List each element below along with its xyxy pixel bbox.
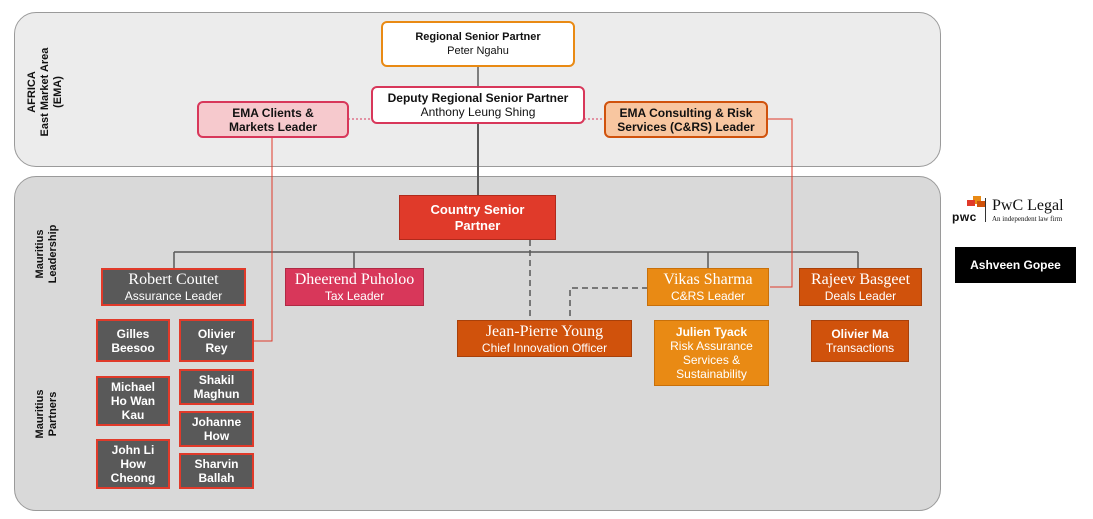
vikas-sharma-box: Vikas Sharma C&RS Leader bbox=[647, 268, 769, 306]
partner-line: Shakil bbox=[198, 373, 235, 387]
partner-olivier-ma: Olivier Ma Transactions bbox=[811, 320, 909, 362]
partner-line: Johanne bbox=[191, 415, 242, 429]
pwc-logo-icon bbox=[967, 196, 985, 207]
vikas-name: Vikas Sharma bbox=[663, 271, 753, 288]
partner-line: How bbox=[120, 457, 146, 471]
rajeev-role: Deals Leader bbox=[824, 289, 897, 303]
vikas-role: C&RS Leader bbox=[670, 289, 746, 303]
julien-line1: Risk Assurance bbox=[670, 339, 753, 353]
rajeev-basgeet-box: Rajeev Basgeet Deals Leader bbox=[799, 268, 922, 306]
partner-line: Gilles bbox=[116, 326, 150, 341]
partner-line: Ballah bbox=[198, 471, 235, 485]
vlabel-line: (EMA) bbox=[52, 76, 64, 108]
regional-senior-partner-title: Regional Senior Partner bbox=[415, 31, 541, 43]
partner-line: Maghun bbox=[193, 387, 240, 401]
deputy-regional-senior-partner-box: Deputy Regional Senior Partner Anthony L… bbox=[371, 86, 585, 124]
partner-line: Ho Wan bbox=[110, 394, 156, 408]
ema-consulting-risk-box: EMA Consulting & Risk Services (C&RS) Le… bbox=[604, 101, 768, 138]
partner-line: Rey bbox=[205, 340, 228, 355]
jean-pierre-name: Jean-Pierre Young bbox=[485, 322, 604, 340]
dheerend-name: Dheerend Puholoo bbox=[294, 271, 415, 288]
partner-line: Michael bbox=[110, 380, 155, 394]
country-senior-partner-box: Country Senior Partner bbox=[399, 195, 556, 240]
vlabel-line: Mauritius bbox=[34, 229, 46, 279]
julien-line3: Sustainability bbox=[676, 367, 747, 381]
ema-clients-markets-box: EMA Clients & Markets Leader bbox=[197, 101, 349, 138]
vlabel-line: Leadership bbox=[47, 224, 59, 284]
deputy-name: Anthony Leung Shing bbox=[420, 105, 536, 119]
partner-shakil-maghun: Shakil Maghun bbox=[179, 369, 254, 405]
partner-michael-ho-wan-kau: Michael Ho Wan Kau bbox=[96, 376, 170, 426]
ema-consulting-line2: Services (C&RS) Leader bbox=[617, 119, 755, 134]
ashveen-gopee-box: Ashveen Gopee bbox=[955, 247, 1076, 283]
regional-senior-partner-box: Regional Senior Partner Peter Ngahu bbox=[381, 21, 575, 67]
jean-pierre-role: Chief Innovation Officer bbox=[481, 340, 608, 355]
olivier-ma-name: Olivier Ma bbox=[831, 327, 889, 341]
julien-line2: Services & bbox=[682, 353, 741, 367]
pwc-logo-text: pwc bbox=[952, 210, 977, 224]
vlabel-line: East Market Area bbox=[39, 47, 51, 137]
vlabel-line: Mauritius bbox=[34, 389, 46, 439]
partner-line: Kau bbox=[121, 408, 145, 422]
robert-role: Assurance Leader bbox=[124, 289, 223, 303]
partner-johanne-how: Johanne How bbox=[179, 411, 254, 447]
vlabel-line: AFRICA bbox=[26, 71, 38, 113]
partner-gilles-beesoo: Gilles Beesoo bbox=[96, 319, 170, 362]
julien-name: Julien Tyack bbox=[675, 325, 748, 339]
partner-line: How bbox=[203, 429, 230, 443]
partner-line: Olivier bbox=[197, 326, 236, 341]
deputy-title: Deputy Regional Senior Partner bbox=[387, 91, 569, 105]
partner-line: John Li bbox=[111, 443, 155, 457]
ashveen-name: Ashveen Gopee bbox=[970, 258, 1061, 272]
partner-line: Sharvin bbox=[194, 457, 239, 471]
rajeev-name: Rajeev Basgeet bbox=[810, 271, 911, 288]
olivier-ma-role: Transactions bbox=[825, 341, 895, 355]
robert-coutet-box: Robert Coutet Assurance Leader bbox=[101, 268, 246, 306]
partner-line: Cheong bbox=[110, 471, 156, 485]
ema-clients-line2: Markets Leader bbox=[228, 119, 318, 134]
partner-sharvin-ballah: Sharvin Ballah bbox=[179, 453, 254, 489]
partner-line: Beesoo bbox=[111, 340, 155, 355]
pwc-legal-logo: pwc PwC Legal An independent law firm bbox=[952, 196, 1082, 226]
robert-name: Robert Coutet bbox=[128, 271, 219, 288]
logo-divider bbox=[985, 198, 986, 222]
country-senior-line2: Partner bbox=[454, 217, 501, 233]
dheerend-puholoo-box: Dheerend Puholoo Tax Leader bbox=[285, 268, 424, 306]
partner-olivier-rey: Olivier Rey bbox=[179, 319, 254, 362]
ema-consulting-line1: EMA Consulting & Risk bbox=[619, 105, 753, 120]
pwc-legal-brand: PwC Legal bbox=[992, 197, 1064, 214]
partner-julien-tyack: Julien Tyack Risk Assurance Services & S… bbox=[654, 320, 769, 386]
pwc-legal-tagline: An independent law firm bbox=[992, 215, 1063, 223]
vlabel-line: Partners bbox=[47, 391, 59, 437]
ema-clients-line1: EMA Clients & bbox=[232, 105, 314, 120]
dheerend-role: Tax Leader bbox=[324, 289, 385, 303]
regional-senior-partner-name: Peter Ngahu bbox=[447, 45, 509, 57]
country-senior-line1: Country Senior bbox=[430, 201, 525, 217]
jean-pierre-young-box: Jean-Pierre Young Chief Innovation Offic… bbox=[457, 320, 632, 357]
partner-john-li-how-cheong: John Li How Cheong bbox=[96, 439, 170, 489]
